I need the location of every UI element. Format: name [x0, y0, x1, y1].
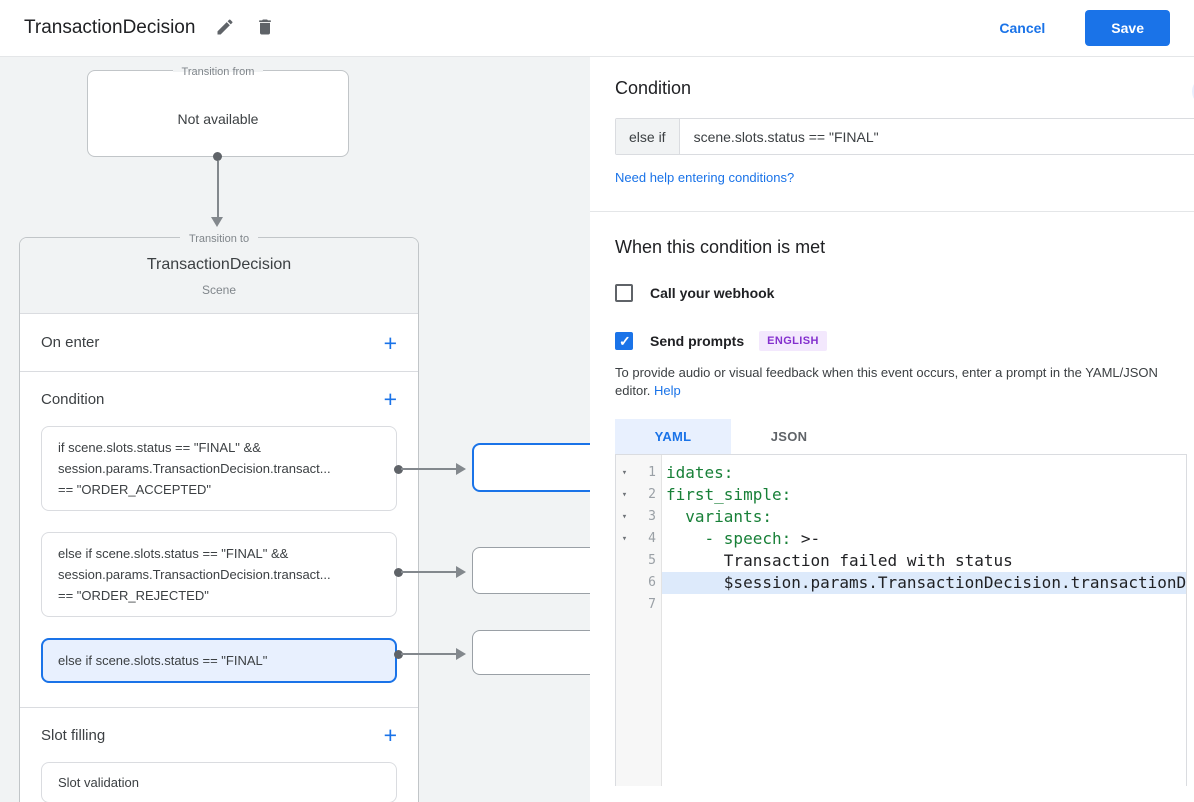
connector-dot — [394, 568, 403, 577]
divider — [20, 707, 418, 708]
line-number: 6 — [648, 575, 656, 590]
condition-item-3-selected[interactable]: else if scene.slots.status == "FINAL" — [41, 638, 397, 683]
connector-line — [401, 571, 457, 573]
transition-to-legend: Transition to — [20, 230, 418, 247]
target-scene-box-3[interactable] — [472, 630, 590, 675]
condition-section: Condition else if Need help entering con… — [590, 57, 1194, 212]
connector-dot — [213, 152, 222, 161]
webhook-row: Call your webhook — [615, 284, 1194, 302]
scene-type-label: Scene — [201, 283, 237, 297]
send-prompts-checkbox[interactable] — [615, 332, 633, 350]
target-scene-box-2[interactable] — [472, 547, 590, 594]
condition-heading: Condition — [615, 78, 692, 98]
condition-section-row: Condition + — [20, 372, 418, 426]
on-enter-row: On enter + — [20, 314, 418, 372]
arrow-down-icon — [211, 217, 223, 227]
condition-editor-panel: Condition else if Need help entering con… — [590, 57, 1194, 802]
slot-filling-row: Slot filling + — [20, 708, 418, 762]
tab-json[interactable]: JSON — [731, 419, 847, 454]
collapse-panel-button[interactable] — [1192, 76, 1194, 107]
call-webhook-checkbox[interactable] — [615, 284, 633, 302]
send-prompts-label: Send prompts — [650, 333, 745, 349]
condition-expression-input[interactable] — [679, 119, 1194, 154]
on-enter-label: On enter — [41, 334, 100, 351]
line-number: 3 — [648, 509, 656, 524]
when-condition-met-section: When this condition is met Call your web… — [590, 212, 1194, 786]
save-button[interactable]: Save — [1085, 10, 1170, 46]
scene-card-header: TransactionDecision Scene — [20, 238, 418, 314]
prompt-help-link[interactable]: Help — [654, 383, 681, 398]
top-bar: TransactionDecision Cancel Save — [0, 0, 1194, 57]
send-prompts-row: Send prompts ENGLISH — [615, 331, 1194, 351]
add-on-enter-button[interactable]: + — [383, 329, 397, 356]
language-badge: ENGLISH — [759, 331, 827, 351]
connector-line — [401, 653, 457, 655]
slot-validation-item[interactable]: Slot validation — [41, 762, 397, 802]
add-slot-button[interactable]: + — [383, 722, 397, 748]
call-webhook-label: Call your webhook — [650, 285, 775, 301]
condition-prefix-label: else if — [616, 119, 680, 154]
condition-item-1[interactable]: if scene.slots.status == "FINAL" && sess… — [41, 426, 397, 511]
cancel-button[interactable]: Cancel — [999, 20, 1046, 36]
slot-filling-label: Slot filling — [41, 726, 106, 744]
code-area[interactable]: idates: first_simple: variants: - speech… — [662, 455, 1187, 786]
code-line: - speech: >- — [666, 529, 821, 548]
page-title: TransactionDecision — [24, 17, 196, 38]
conditions-help-link[interactable]: Need help entering conditions? — [615, 170, 795, 185]
fold-arrow-icon[interactable]: ▾ — [621, 490, 628, 500]
add-condition-button[interactable]: + — [383, 386, 397, 412]
line-number: 4 — [648, 531, 656, 546]
code-line: Transaction failed with status — [666, 551, 1013, 570]
fold-arrow-icon[interactable]: ▾ — [621, 534, 628, 544]
code-line: idates: — [666, 463, 734, 482]
line-number: 1 — [648, 465, 656, 480]
delete-scene-button[interactable] — [255, 17, 275, 40]
scene-name: TransactionDecision — [146, 256, 292, 273]
connector-dot — [394, 650, 403, 659]
fold-arrow-icon[interactable]: ▾ — [621, 512, 628, 522]
transition-from-card: Transition from Not available — [87, 66, 349, 157]
tab-yaml[interactable]: YAML — [615, 419, 731, 454]
connector-line — [217, 161, 219, 217]
prompt-description: To provide audio or visual feedback when… — [615, 365, 1158, 398]
connector-dot — [394, 465, 403, 474]
line-number: 7 — [648, 597, 656, 612]
target-scene-box-1[interactable] — [472, 443, 590, 492]
fold-arrow-icon[interactable]: ▾ — [621, 468, 628, 478]
scene-diagram-canvas: Transition from Not available Transition… — [0, 57, 590, 802]
transition-to-card: Transition to TransactionDecision Scene … — [19, 233, 419, 802]
code-line-highlighted: $session.params.TransactionDecision.tran… — [662, 572, 1187, 594]
editor-tabs: YAML JSON — [615, 419, 1194, 454]
code-editor: ▾ 1 ▾ 2 ▾ 3 ▾ 4 5 6 7 idates: first_simple: … — [615, 454, 1188, 786]
code-line: variants: — [666, 507, 772, 526]
arrow-right-icon — [456, 648, 466, 660]
arrow-right-icon — [456, 463, 466, 475]
connector-line — [401, 468, 457, 470]
edit-scene-button[interactable] — [215, 17, 235, 40]
code-line — [662, 594, 1186, 616]
condition-expression-row: else if — [615, 118, 1194, 155]
transition-from-content: Not available — [177, 111, 259, 127]
condition-section-label: Condition — [41, 390, 105, 408]
line-number: 2 — [648, 487, 656, 502]
editor-gutter: ▾ 1 ▾ 2 ▾ 3 ▾ 4 5 6 7 — [616, 455, 662, 786]
trash-icon — [255, 17, 275, 40]
line-number: 5 — [648, 553, 656, 568]
transition-from-legend: Transition from — [88, 63, 348, 80]
condition-item-2[interactable]: else if scene.slots.status == "FINAL" &&… — [41, 532, 397, 617]
code-line: first_simple: — [666, 485, 792, 504]
pencil-icon — [215, 17, 235, 40]
arrow-right-icon — [456, 566, 466, 578]
when-met-heading: When this condition is met — [615, 237, 826, 257]
